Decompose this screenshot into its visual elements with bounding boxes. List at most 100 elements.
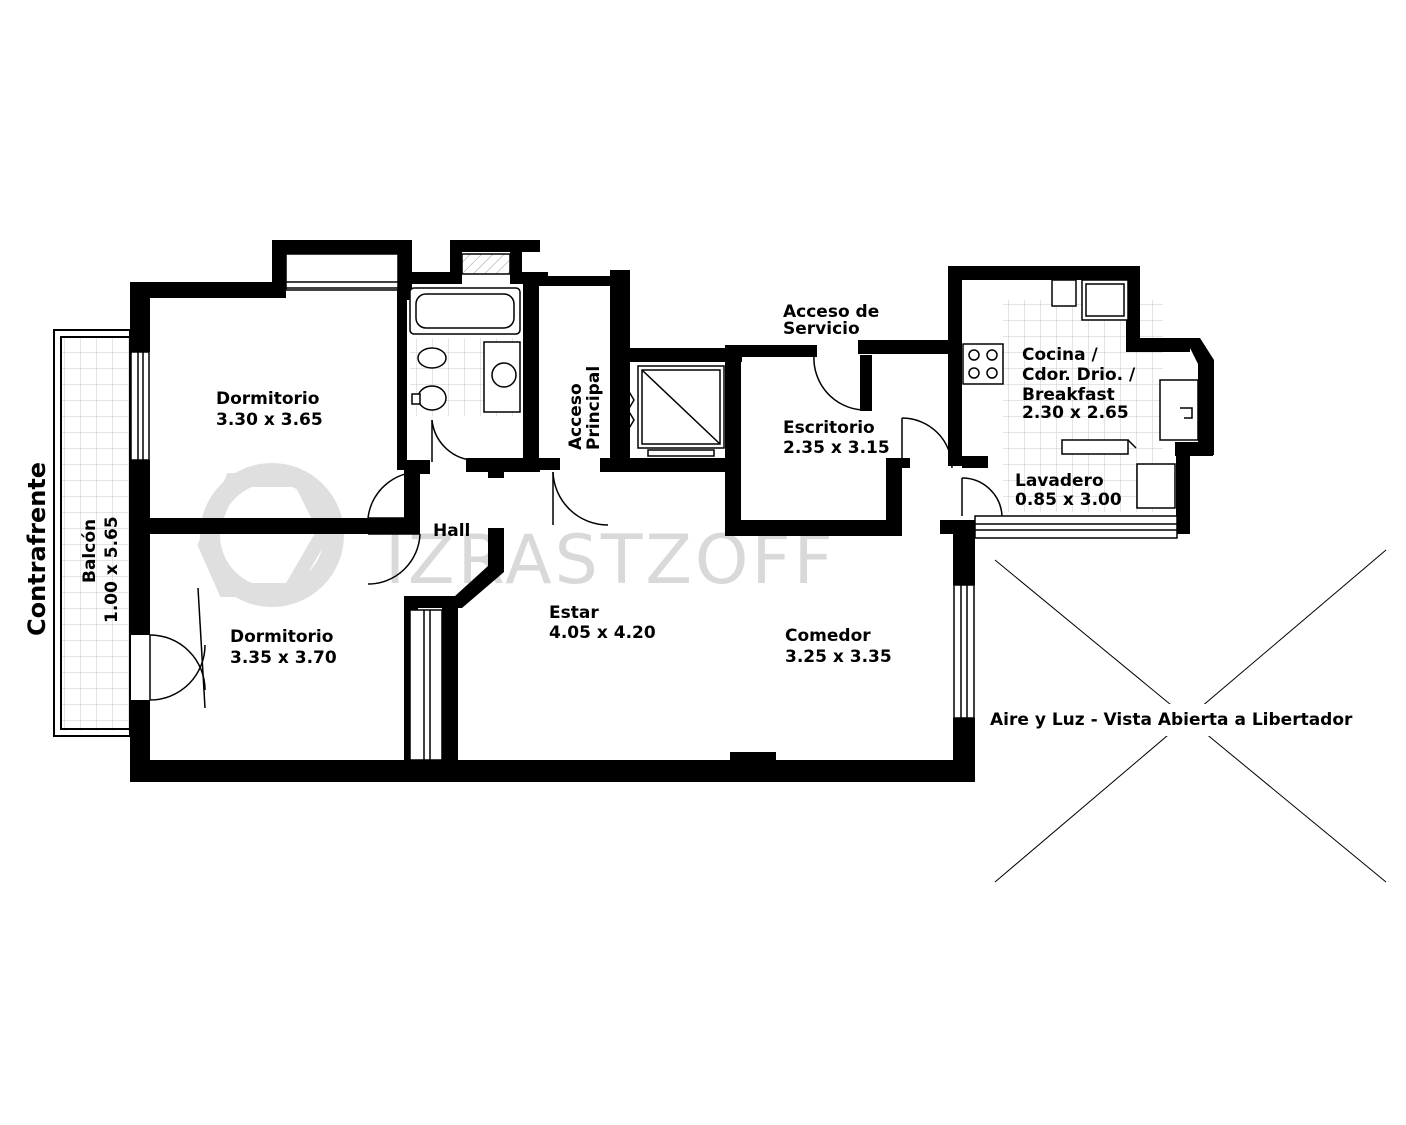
wall-elevator-right [725, 348, 741, 536]
wall-between-bedrooms [130, 518, 420, 534]
wall-study-bottom [725, 520, 900, 536]
door-balcony [149, 634, 206, 691]
wall-bath-bottom-left [405, 460, 430, 474]
door-bedroom1 [367, 471, 421, 519]
wall-bedroom1-top [130, 282, 285, 298]
label-aire-y-luz: Aire y Luz - Vista Abierta a Libertador [990, 710, 1353, 730]
breakfast-bar-icon [1061, 439, 1129, 455]
wall-service-right [858, 340, 958, 354]
window-bedroom1-balcony [130, 351, 150, 461]
label-dormitorio-2-name: Dormitorio [230, 627, 333, 647]
sink-icon [491, 362, 517, 388]
wall-entry-bottom-left [530, 458, 560, 470]
label-dormitorio-2-size: 3.35 x 3.70 [230, 648, 337, 668]
window-laundry [974, 515, 1178, 539]
label-acceso-principal-2: Principal [584, 366, 604, 450]
wall-living-left [442, 596, 458, 782]
wall-bedroom1-bay-top [272, 240, 412, 254]
closet-sliding [409, 609, 443, 761]
wall-entry-right [610, 270, 630, 470]
label-escritorio-name: Escritorio [783, 418, 875, 438]
elevator [627, 365, 725, 457]
label-estar-name: Estar [549, 603, 599, 623]
wall-service-left [725, 345, 817, 357]
window-bedroom1 [285, 253, 399, 291]
wall-study-right-lower [886, 458, 902, 536]
washer-icon [1136, 463, 1176, 509]
wall-study-right-stub [886, 458, 910, 468]
wall-bottom [130, 760, 975, 782]
wall-elevator-top [612, 348, 742, 362]
wall-laundry-right [1176, 442, 1190, 534]
wall-dining-right-top [953, 520, 975, 585]
label-cocina-3: Breakfast [1022, 385, 1115, 405]
label-contrafrente: Contrafrente [23, 462, 51, 636]
door-service [813, 354, 863, 411]
wall-bedroom1-right [397, 282, 407, 470]
door-laundry [961, 477, 1003, 517]
wall-laundry-top [962, 456, 988, 468]
label-dormitorio-1-size: 3.30 x 3.65 [216, 410, 323, 430]
entry-folding-door-icon [627, 389, 635, 431]
wall-bedroom2-stub [268, 760, 278, 782]
wall-bath-top [405, 272, 457, 284]
label-cocina-1: Cocina / [1022, 345, 1099, 365]
wall-entry-bottom-right [600, 458, 738, 472]
doors [149, 354, 1003, 709]
bathroom-fixtures [409, 253, 521, 413]
wall-kitchen-bump-right [1185, 338, 1214, 455]
wall-left-mid [130, 460, 150, 635]
balcony-floor [62, 337, 130, 731]
wall-kitchen-top-right [1126, 266, 1140, 346]
wall-study-right-upper [860, 355, 872, 411]
appliance-icon [1051, 279, 1077, 307]
label-cocina-2: Cdor. Drio. / [1022, 365, 1136, 385]
label-balcon-name: Balcón [80, 519, 100, 583]
wall-hall-diagonal [405, 528, 504, 608]
window-dining [953, 584, 975, 719]
wall-dining-corner [940, 520, 980, 534]
wall-hall-left-upper [404, 460, 420, 534]
wall-bath-right [523, 272, 539, 468]
label-estar-size: 4.05 x 4.20 [549, 623, 656, 643]
label-dormitorio-1-name: Dormitorio [216, 389, 319, 409]
label-cocina-size: 2.30 x 2.65 [1022, 403, 1129, 423]
wall-left-top [130, 282, 150, 352]
wall-entry-top [530, 276, 610, 286]
label-acceso-principal-1: Acceso [566, 383, 586, 450]
bidet-icon [417, 347, 447, 369]
open-view-marker [985, 549, 1390, 883]
label-comedor-name: Comedor [785, 626, 871, 646]
kitchen-fixtures [962, 279, 1199, 509]
watermark: IZRASTZOFF [197, 463, 833, 607]
walls [130, 240, 1214, 782]
wall-bedroom1-bay-left [272, 240, 286, 298]
label-acceso-servicio-2: Servicio [783, 319, 860, 339]
wall-dining-stub [730, 752, 776, 762]
windows [130, 253, 1178, 761]
label-acceso-servicio-1: Acceso de [783, 302, 879, 322]
wall-bath-bottom-stub [488, 458, 504, 478]
wall-kitchen-bump-top [1126, 338, 1190, 352]
label-lavadero-name: Lavadero [1015, 471, 1104, 491]
door-bathroom [431, 419, 471, 461]
room-labels: Dormitorio 3.30 x 3.65 Dormitorio 3.35 x… [23, 302, 1353, 730]
wall-kitchen-left [948, 266, 962, 466]
label-balcon-size: 1.00 x 5.65 [102, 516, 122, 623]
wall-dining-right-bottom [953, 718, 975, 782]
door-bedroom2 [367, 533, 421, 585]
wall-kitchen-top [948, 266, 1136, 280]
label-hall: Hall [433, 521, 470, 541]
shaft-hatch [461, 253, 511, 275]
label-comedor-size: 3.25 x 3.35 [785, 647, 892, 667]
door-study [901, 417, 953, 469]
watermark-logo-icon [197, 463, 344, 607]
label-escritorio-size: 2.35 x 3.15 [783, 438, 890, 458]
label-lavadero-size: 0.85 x 3.00 [1015, 490, 1122, 510]
wall-shaft-top [450, 240, 540, 252]
toilet-icon [417, 385, 447, 411]
door-main-entry [552, 471, 609, 526]
wall-left-bottom [130, 700, 150, 782]
stove-icon [962, 343, 1004, 385]
